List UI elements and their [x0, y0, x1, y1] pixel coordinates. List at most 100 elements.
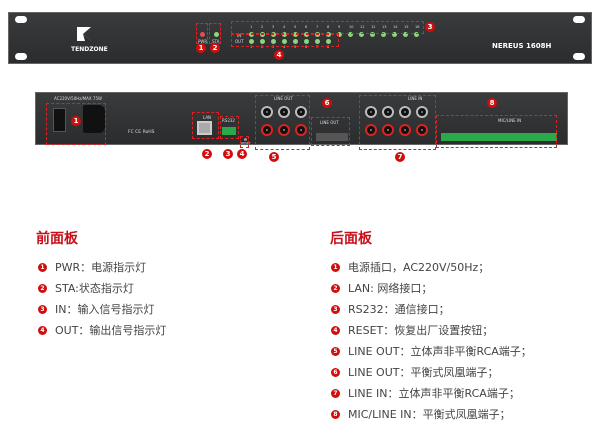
item-number-badge: 8: [331, 409, 340, 419]
in-led-number: 14: [393, 25, 398, 29]
lan-highlight: [192, 112, 219, 139]
item-number-badge: 2: [331, 283, 340, 293]
in-led-number: 16: [415, 25, 420, 29]
in-led: [414, 32, 419, 37]
in-led-number: 6: [305, 25, 308, 29]
rear-badge-4: 4: [237, 149, 247, 159]
line-out-rca-jack[interactable]: [278, 124, 290, 136]
rear-badge-7: 7: [395, 152, 405, 162]
line-out-rca-jack[interactable]: [295, 124, 307, 136]
rack-hole: [15, 16, 27, 23]
rear-badge-3: 3: [223, 149, 233, 159]
rear-badge-2: 2: [202, 149, 212, 159]
front-badge-1: 1: [196, 43, 206, 53]
lan-label: LAN: [203, 115, 212, 120]
item-text: LINE OUT：立体声非平衡RCA端子；: [348, 345, 532, 358]
in-highlight: [231, 21, 424, 34]
line-in-rca-jack[interactable]: [382, 106, 394, 118]
pwr-led: [200, 32, 205, 37]
balanced-out-connector[interactable]: [316, 133, 348, 141]
line-in-label: LINE IN: [408, 96, 423, 101]
in-led-number: 15: [404, 25, 409, 29]
list-item: 3 IN：输入信号指示灯: [38, 301, 154, 317]
item-text: RS232：通信接口；: [348, 303, 450, 316]
line-in-highlight: [359, 95, 436, 150]
line-in-rca-jack[interactable]: [365, 124, 377, 136]
in-led: [403, 32, 408, 37]
in-led-number: 12: [371, 25, 376, 29]
out-highlight: [231, 34, 339, 47]
item-text: LINE IN：立体声非平衡RCA端子；: [348, 387, 520, 400]
list-item: 6 LINE OUT：平衡式凤凰端子；: [331, 364, 498, 380]
item-number-badge: 4: [331, 325, 340, 335]
balanced-out-highlight: [311, 117, 350, 146]
rs232-connector[interactable]: [222, 127, 236, 135]
line-in-rca-jack[interactable]: [416, 106, 428, 118]
power-socket: [83, 105, 105, 133]
mic-line-in-connector[interactable]: [441, 133, 557, 141]
in-led-number: 9: [338, 25, 341, 29]
in-led-number: 1: [250, 25, 253, 29]
item-number-badge: 2: [38, 283, 47, 293]
item-text: IN：输入信号指示灯: [55, 303, 155, 316]
line-out-rca-jack[interactable]: [261, 106, 273, 118]
line-out-highlight: [255, 95, 310, 150]
rear-panel: AC220V/50Hz/MAX 75W FC CE RoHS LAN RS232…: [35, 92, 568, 145]
item-text: STA:状态指示灯: [55, 282, 134, 295]
in-led-number: 13: [382, 25, 387, 29]
front-badge-2: 2: [210, 43, 220, 53]
item-text: LINE OUT：平衡式凤凰端子；: [348, 366, 499, 379]
out-led-number: 8: [327, 45, 330, 49]
line-in-rca-jack[interactable]: [382, 124, 394, 136]
reset-button[interactable]: [244, 138, 247, 141]
out-led: [249, 39, 254, 44]
list-item: 2 STA:状态指示灯: [38, 280, 134, 296]
line-in-rca-jack[interactable]: [399, 124, 411, 136]
out-label: OUT: [235, 39, 244, 44]
reset-label: RESET: [241, 141, 251, 145]
item-number-badge: 6: [331, 367, 340, 377]
out-led-number: 3: [272, 45, 275, 49]
item-number-badge: 3: [331, 304, 340, 314]
out-led-number: 6: [305, 45, 308, 49]
power-switch[interactable]: [53, 108, 66, 132]
in-label: IN: [237, 33, 242, 38]
in-led-number: 7: [316, 25, 319, 29]
lan-port[interactable]: [197, 121, 212, 135]
rear-badge-6: 6: [322, 98, 332, 108]
front-badge-3: 3: [425, 22, 435, 32]
item-text: RESET：恢复出厂设置按钮；: [348, 324, 494, 337]
mic-line-in-highlight: [436, 115, 557, 148]
in-led: [359, 32, 364, 37]
in-led-number: 5: [294, 25, 297, 29]
line-out-rca-jack[interactable]: [261, 124, 273, 136]
line-in-rca-jack[interactable]: [365, 106, 377, 118]
in-led-number: 10: [349, 25, 354, 29]
sta-label: STA: [212, 39, 220, 44]
rear-badge-5: 5: [269, 152, 279, 162]
list-item: 3 RS232：通信接口；: [331, 301, 450, 317]
sta-highlight: [209, 23, 221, 44]
line-in-rca-jack[interactable]: [399, 106, 411, 118]
out-led: [304, 39, 309, 44]
model-name: NEREUS 1608H: [492, 42, 552, 50]
in-led: [392, 32, 397, 37]
rs232-label: RS232: [222, 118, 235, 123]
out-led: [326, 39, 331, 44]
item-number-badge: 3: [38, 304, 47, 314]
rack-hole: [573, 16, 585, 23]
line-out-rca-jack[interactable]: [278, 106, 290, 118]
line-out-rca-jack[interactable]: [295, 106, 307, 118]
list-item: 4 RESET：恢复出厂设置按钮；: [331, 322, 493, 338]
out-led: [260, 39, 265, 44]
rack-hole: [15, 53, 27, 60]
rs232-highlight: [220, 116, 239, 139]
line-in-rca-jack[interactable]: [416, 124, 428, 136]
rear-badge-1: 1: [71, 116, 81, 126]
rear-section-title: 后面板: [330, 231, 372, 247]
pwr-label: PWR: [198, 39, 208, 44]
line-out-label: LINE OUT: [274, 96, 293, 101]
in-led-number: 11: [360, 25, 365, 29]
